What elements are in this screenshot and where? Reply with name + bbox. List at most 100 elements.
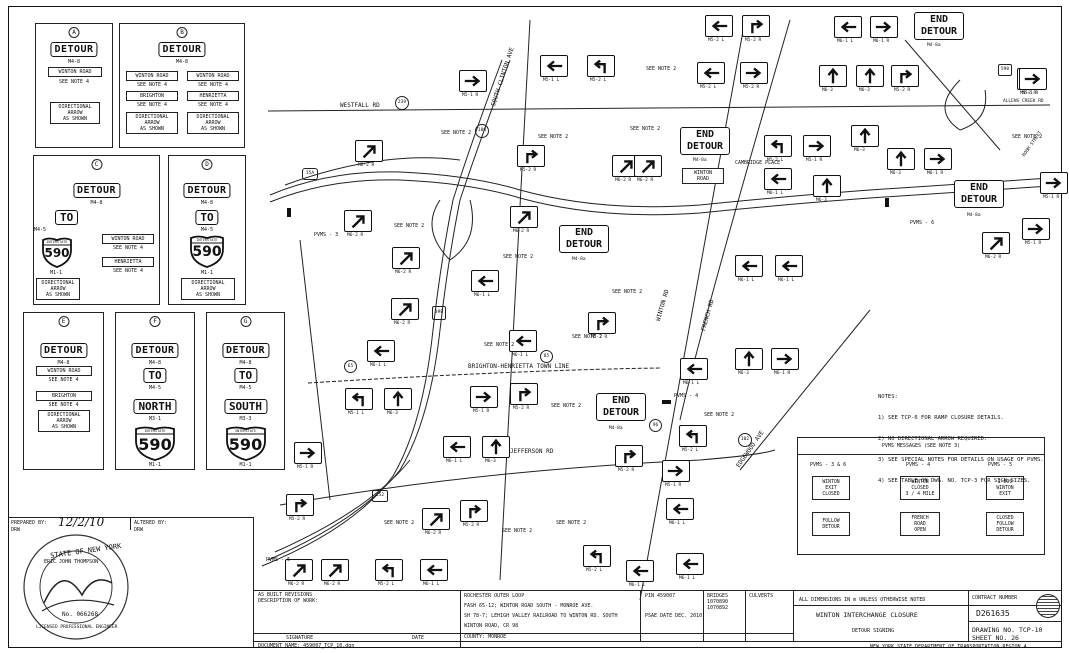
sign-code: M6-1 L <box>679 576 696 581</box>
sign-code: M4-8a <box>967 213 981 218</box>
end-text: END <box>611 395 631 406</box>
plaque-text: ARROW <box>205 120 221 126</box>
pvms-label: PVMS - 3 <box>314 232 339 238</box>
see-note-label: SEE NOTE 2 <box>572 334 603 340</box>
sign-code: M4-5 <box>200 227 214 233</box>
sign-code: M5-1 R <box>1043 195 1060 200</box>
sign-code: M6-1 R <box>873 39 890 44</box>
msg-line: FRENCH <box>911 516 929 521</box>
sign-code: M4-8 <box>57 360 70 366</box>
sign-code: M5-2 R <box>463 523 480 528</box>
road-label-allens-creek: ALLENS CREEK RD <box>1003 99 1044 104</box>
pin: PIN 459007 <box>645 593 676 599</box>
sign-code: M6-1 L <box>767 191 784 196</box>
to-sign: TO <box>143 368 167 383</box>
detour-sign: DETOUR <box>221 343 270 358</box>
plaque-text: WINTON ROAD <box>58 69 92 75</box>
sign-code: M5-1 R <box>1022 91 1039 96</box>
arrow-sign <box>482 436 510 458</box>
plaque-text: ROAD <box>696 176 710 182</box>
note-item: 1) SEE TCP-6 FOR RAMP CLOSURE DETAILS. <box>878 415 1004 421</box>
msg-line: CLOSED <box>996 516 1014 521</box>
arrow-sign <box>705 15 733 37</box>
table-rule <box>798 454 1044 455</box>
pvms-header: PVMS - 5 <box>988 462 1013 468</box>
plaque-text: BRIGHTON <box>51 393 77 399</box>
cardinal-sign: SOUTH <box>223 399 268 414</box>
sign-code: M6-2 R <box>985 255 1002 260</box>
seal-name: ERIC JOHN THOMPSON <box>44 559 99 565</box>
end-detour-sign: END DETOUR <box>596 393 646 421</box>
arrow-plaque: DIRECTIONAL ARROW AS SHOWN <box>38 410 90 432</box>
plaque-text: WINTON ROAD <box>196 73 230 79</box>
plaque-text: AS SHOWN <box>51 424 77 430</box>
sign-code: M6-1 L <box>474 293 491 298</box>
arrow-sign <box>775 255 803 277</box>
sign-code: M5-2 L <box>708 38 725 43</box>
sign-code: M6-2 R <box>288 582 305 587</box>
sign-code: M4-8a <box>693 158 707 163</box>
panel-label: A <box>68 27 80 38</box>
detour-sign: DETOUR <box>131 343 179 358</box>
sign-code: M6-1 L <box>778 278 795 283</box>
plaque-text: DIRECTIONAL <box>196 114 230 120</box>
sign-code: M4-8 <box>239 360 252 366</box>
arrow-sign <box>764 168 792 190</box>
arrow-sign <box>294 442 322 464</box>
altered-initials: DRW <box>134 527 144 533</box>
sign-code: M5-2 R <box>591 335 608 340</box>
pvms-message: CLOSED FOLLOW DETOUR <box>986 512 1024 536</box>
title-block-rule <box>253 633 793 634</box>
see-note-label: SEE NOTE 2 <box>630 126 661 132</box>
pvms-marker <box>885 198 889 207</box>
sign-code: M5-2 R <box>618 468 635 473</box>
project-line: COUNTY: MONROE <box>464 634 507 640</box>
plaque-text: WINTON ROAD <box>135 73 169 79</box>
pvms-label: PVMS - 5 <box>266 557 291 563</box>
plaque-text: DIRECTIONAL <box>58 104 92 110</box>
title-block-rule <box>640 590 641 641</box>
contract-number: D261635 <box>976 609 1010 618</box>
sign-code: M5-1 L <box>348 411 365 416</box>
prepared-initials: DRW <box>11 527 21 533</box>
sign-code: M1-1 <box>239 462 252 468</box>
detour-sign: DETOUR <box>183 183 231 198</box>
plaque: WINTON ROAD <box>102 234 154 244</box>
sign-code: M6-3 <box>387 411 398 416</box>
panel-b: B DETOUR M4-8 WINTON ROAD SEE NOTE 4 BRI… <box>119 23 245 148</box>
plaque: BRIGHTON <box>36 391 92 401</box>
plaque-text: ARROW <box>200 286 216 292</box>
sign-code: M5-2 L <box>767 158 784 163</box>
sign-note: SEE NOTE 4 <box>48 377 79 383</box>
arrow-sign <box>355 140 383 162</box>
title-block-rule <box>253 517 254 648</box>
arrow-sign <box>443 436 471 458</box>
sign-code: M5-2 L <box>682 448 699 453</box>
sign-code: M5-1 R <box>462 93 479 98</box>
shield-number: 590 <box>228 435 263 454</box>
arrow-sign <box>1022 218 1050 240</box>
arrow-sign <box>392 247 420 269</box>
arrow-sign <box>588 312 616 334</box>
sign-code: M5-2 L <box>586 568 603 573</box>
arrow-sign <box>680 358 708 380</box>
arrow-sign <box>509 330 537 352</box>
route-shield-590: 590 <box>998 64 1012 76</box>
sign-code: M5-1 R <box>473 409 490 414</box>
route-shield-85: 85 <box>540 350 553 363</box>
plaque-text: ARROW <box>67 110 83 116</box>
arrow-sign <box>391 298 419 320</box>
sign-code: M5-1 R <box>665 483 682 488</box>
contract-label: CONTRACT NUMBER <box>972 595 1018 601</box>
panel-a: A DETOUR M4-8 WINTON ROAD SEE NOTE 4 DIR… <box>35 23 113 148</box>
detour-text: DETOUR <box>960 194 998 205</box>
arrow-sign <box>626 560 654 582</box>
sign-code: M6-1 L <box>629 583 646 588</box>
sign-code: M6-2 R <box>395 270 412 275</box>
sign-code: M6-1 L <box>512 353 529 358</box>
end-detour-sign: END DETOUR <box>680 127 730 155</box>
plaque: WINTON ROAD <box>48 67 102 77</box>
arrow-sign <box>540 55 568 77</box>
sign-note: SEE NOTE 4 <box>136 82 168 88</box>
msg-line: DETOUR <box>996 528 1014 533</box>
